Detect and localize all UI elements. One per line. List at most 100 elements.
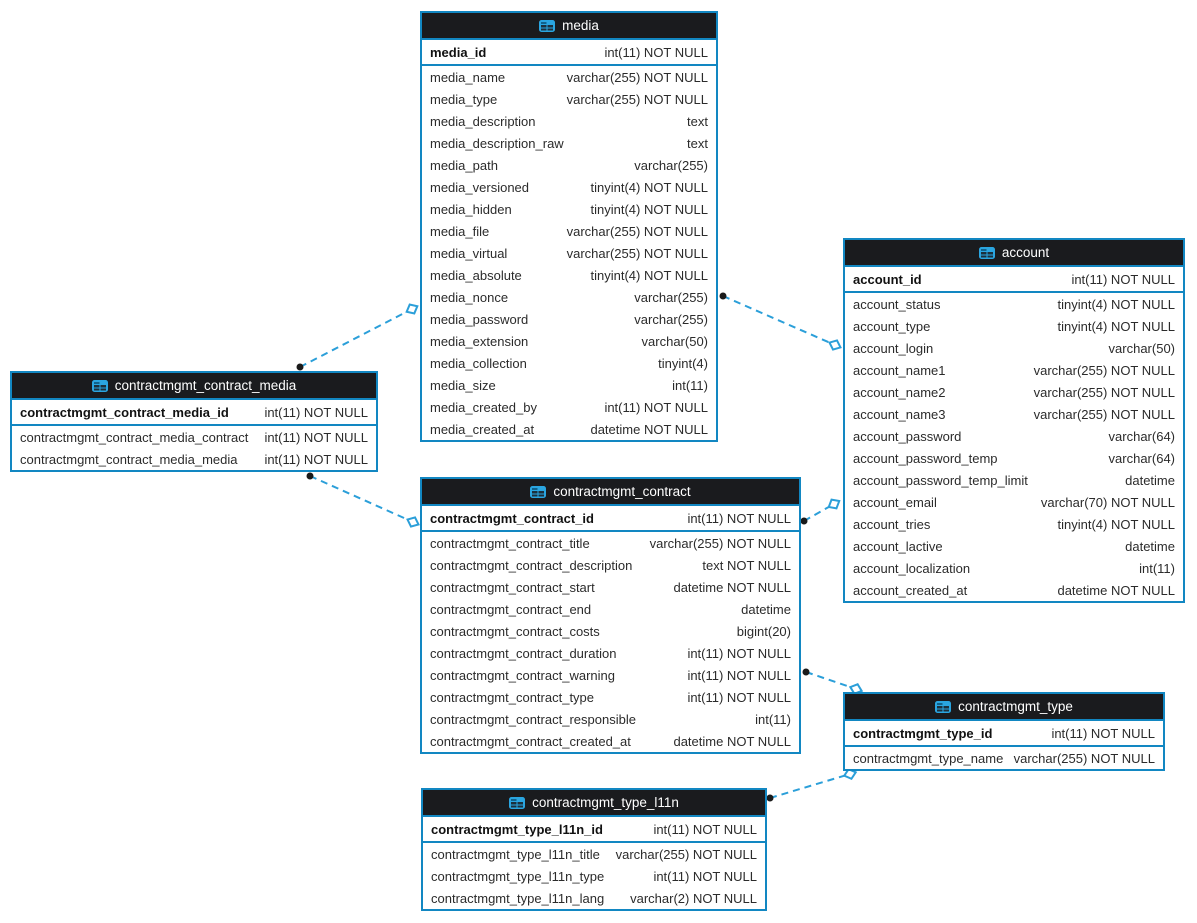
field-row[interactable]: media_virtual varchar(255) NOT NULL [422, 242, 716, 264]
field-row[interactable]: account_name3 varchar(255) NOT NULL [845, 403, 1183, 425]
primary-key-row[interactable]: media_id int(11) NOT NULL [422, 40, 716, 66]
field-row[interactable]: contractmgmt_contract_warning int(11) NO… [422, 664, 799, 686]
field-row[interactable]: contractmgmt_contract_end datetime [422, 598, 799, 620]
field-row[interactable]: media_description text [422, 110, 716, 132]
field-row[interactable]: media_file varchar(255) NOT NULL [422, 220, 716, 242]
field-row[interactable]: account_name1 varchar(255) NOT NULL [845, 359, 1183, 381]
field-row[interactable]: account_created_at datetime NOT NULL [845, 579, 1183, 601]
field-name: account_password_temp_limit [853, 472, 1028, 488]
field-type: varchar(70) NOT NULL [1040, 494, 1175, 510]
field-name: media_name [430, 69, 506, 85]
db-table-media[interactable]: media media_id int(11) NOT NULL media_na… [420, 11, 718, 442]
field-type: text NOT NULL [702, 557, 791, 573]
field-row[interactable]: account_email varchar(70) NOT NULL [845, 491, 1183, 513]
field-type: text [687, 135, 708, 151]
field-name: account_created_at [853, 582, 968, 598]
field-row[interactable]: media_password varchar(255) [422, 308, 716, 330]
db-table-contractmgmt_contract_media[interactable]: contractmgmt_contract_media contractmgmt… [10, 371, 378, 472]
db-table-contractmgmt_type[interactable]: contractmgmt_type contractmgmt_type_id i… [843, 692, 1165, 771]
field-row[interactable]: media_type varchar(255) NOT NULL [422, 88, 716, 110]
db-table-header[interactable]: account [845, 240, 1183, 267]
field-row[interactable]: media_extension varchar(50) [422, 330, 716, 352]
field-row[interactable]: contractmgmt_contract_media_contract int… [12, 426, 376, 448]
field-row[interactable]: contractmgmt_type_name varchar(255) NOT … [845, 747, 1163, 769]
relationship-dot-end [306, 472, 314, 480]
primary-key-name: contractmgmt_contract_media_id [20, 404, 229, 420]
field-type: datetime NOT NULL [1057, 582, 1175, 598]
primary-key-row[interactable]: account_id int(11) NOT NULL [845, 267, 1183, 293]
field-row[interactable]: media_hidden tinyint(4) NOT NULL [422, 198, 716, 220]
db-table-header[interactable]: contractmgmt_contract [422, 479, 799, 506]
field-row[interactable]: account_localization int(11) [845, 557, 1183, 579]
field-type: varchar(2) NOT NULL [630, 890, 757, 906]
field-row[interactable]: contractmgmt_contract_title varchar(255)… [422, 532, 799, 554]
field-name: contractmgmt_contract_media_contract [20, 429, 249, 445]
table-icon [530, 485, 547, 498]
field-row[interactable]: account_password_temp varchar(64) [845, 447, 1183, 469]
primary-key-row[interactable]: contractmgmt_contract_media_id int(11) N… [12, 400, 376, 426]
field-name: contractmgmt_type_l11n_lang [431, 890, 605, 906]
field-name: account_password_temp [853, 450, 998, 466]
field-name: account_type [853, 318, 931, 334]
field-row[interactable]: contractmgmt_type_l11n_title varchar(255… [423, 843, 765, 865]
primary-key-row[interactable]: contractmgmt_type_id int(11) NOT NULL [845, 721, 1163, 747]
field-row[interactable]: contractmgmt_type_l11n_lang varchar(2) N… [423, 887, 765, 909]
field-row[interactable]: media_name varchar(255) NOT NULL [422, 66, 716, 88]
field-row[interactable]: media_description_raw text [422, 132, 716, 154]
field-row[interactable]: account_tries tinyint(4) NOT NULL [845, 513, 1183, 535]
table-name: contractmgmt_type [958, 699, 1073, 714]
field-row[interactable]: contractmgmt_contract_start datetime NOT… [422, 576, 799, 598]
relationship-contractmgmt_contract-to-account[interactable] [800, 497, 842, 525]
relationship-contractmgmt_contract_media-to-contract[interactable] [306, 472, 421, 530]
db-table-contractmgmt_contract[interactable]: contractmgmt_contract contractmgmt_contr… [420, 477, 801, 754]
field-row[interactable]: media_created_by int(11) NOT NULL [422, 396, 716, 418]
table-name: contractmgmt_contract_media [114, 378, 297, 393]
db-table-header[interactable]: media [422, 13, 716, 40]
field-rows: account_status tinyint(4) NOT NULL accou… [845, 293, 1183, 601]
field-row[interactable]: account_password varchar(64) [845, 425, 1183, 447]
relationship-dot-end [766, 794, 774, 802]
field-row[interactable]: media_size int(11) [422, 374, 716, 396]
field-name: account_localization [853, 560, 971, 576]
field-row[interactable]: account_login varchar(50) [845, 337, 1183, 359]
primary-key-row[interactable]: contractmgmt_contract_id int(11) NOT NUL… [422, 506, 799, 532]
field-name: contractmgmt_type_l11n_type [431, 868, 605, 884]
field-row[interactable]: contractmgmt_contract_description text N… [422, 554, 799, 576]
field-name: media_size [430, 377, 496, 393]
field-type: varchar(255) NOT NULL [615, 846, 757, 862]
db-table-contractmgmt_type_l11n[interactable]: contractmgmt_type_l11n contractmgmt_type… [421, 788, 767, 911]
field-name: media_collection [430, 355, 527, 371]
field-row[interactable]: media_absolute tinyint(4) NOT NULL [422, 264, 716, 286]
field-row[interactable]: contractmgmt_contract_created_at datetim… [422, 730, 799, 752]
field-row[interactable]: account_name2 varchar(255) NOT NULL [845, 381, 1183, 403]
field-row[interactable]: media_collection tinyint(4) [422, 352, 716, 374]
field-rows: contractmgmt_type_name varchar(255) NOT … [845, 747, 1163, 769]
relationship-media-to-account[interactable] [719, 292, 843, 352]
field-row[interactable]: contractmgmt_contract_responsible int(11… [422, 708, 799, 730]
field-row[interactable]: account_password_temp_limit datetime [845, 469, 1183, 491]
db-table-header[interactable]: contractmgmt_contract_media [12, 373, 376, 400]
field-row[interactable]: media_versioned tinyint(4) NOT NULL [422, 176, 716, 198]
field-name: account_lactive [853, 538, 943, 554]
field-type: datetime NOT NULL [590, 421, 708, 437]
field-row[interactable]: account_lactive datetime [845, 535, 1183, 557]
primary-key-row[interactable]: contractmgmt_type_l11n_id int(11) NOT NU… [423, 817, 765, 843]
field-name: account_name2 [853, 384, 946, 400]
field-name: media_extension [430, 333, 529, 349]
field-row[interactable]: media_path varchar(255) [422, 154, 716, 176]
field-row[interactable]: account_status tinyint(4) NOT NULL [845, 293, 1183, 315]
relationship-contractmgmt_type_l11n-to-type[interactable] [766, 767, 858, 802]
field-type: datetime [1125, 472, 1175, 488]
field-row[interactable]: contractmgmt_contract_type int(11) NOT N… [422, 686, 799, 708]
field-row[interactable]: media_created_at datetime NOT NULL [422, 418, 716, 440]
field-row[interactable]: contractmgmt_contract_costs bigint(20) [422, 620, 799, 642]
relationship-contractmgmt_contract_media-to-media[interactable] [296, 302, 420, 371]
field-row[interactable]: media_nonce varchar(255) [422, 286, 716, 308]
db-table-header[interactable]: contractmgmt_type_l11n [423, 790, 765, 817]
field-row[interactable]: contractmgmt_type_l11n_type int(11) NOT … [423, 865, 765, 887]
field-row[interactable]: contractmgmt_contract_media_media int(11… [12, 448, 376, 470]
db-table-header[interactable]: contractmgmt_type [845, 694, 1163, 721]
field-row[interactable]: contractmgmt_contract_duration int(11) N… [422, 642, 799, 664]
db-table-account[interactable]: account account_id int(11) NOT NULL acco… [843, 238, 1185, 603]
field-row[interactable]: account_type tinyint(4) NOT NULL [845, 315, 1183, 337]
